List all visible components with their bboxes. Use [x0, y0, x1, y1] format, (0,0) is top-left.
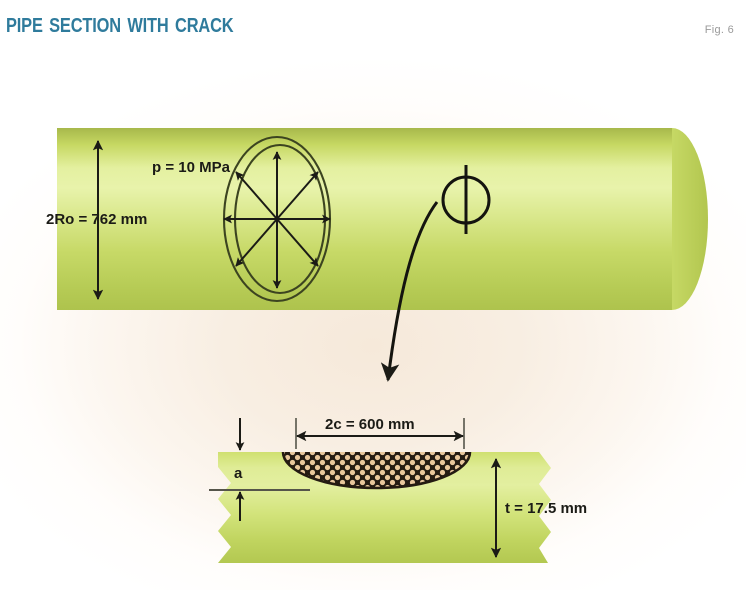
crack-depth-label: a [234, 465, 243, 482]
pressure-arrow-se [276, 218, 319, 267]
pressure-arrows [223, 151, 331, 289]
crack-region [281, 451, 472, 490]
crack-outline [281, 451, 472, 490]
pipe-left-edge [57, 128, 79, 310]
pipe-body [57, 128, 672, 310]
diameter-dimension: 2Ro = 762 mm [46, 139, 147, 301]
pressure-arrow-nw [235, 171, 278, 220]
crack-hatch-fill [283, 452, 470, 488]
figure-label: Fig. 6 [704, 24, 734, 36]
page-title: Pipe section with crack [6, 7, 234, 39]
wall-slab [218, 452, 551, 563]
detail-leader-arrow [380, 201, 439, 382]
crack-detail-group: 2c = 600 mm a t = 17.5 mm [209, 416, 587, 563]
crack-length-dimension: 2c = 600 mm [295, 416, 465, 449]
detail-circle-marker [441, 165, 491, 234]
pipe-overview-group [57, 128, 708, 310]
crack-length-label: 2c = 600 mm [325, 416, 415, 433]
crack-depth-dimension: a [209, 418, 310, 521]
pressure-arrow-sw [235, 218, 278, 267]
pressure-ellipse-group: p = 10 MPa [152, 135, 332, 303]
wall-thickness-dimension: t = 17.5 mm [490, 457, 587, 559]
wall-thickness-label: t = 17.5 mm [505, 500, 587, 517]
pressure-label: p = 10 MPa [152, 159, 231, 176]
pressure-arrow-ne [276, 171, 319, 220]
diameter-label: 2Ro = 762 mm [46, 211, 147, 228]
